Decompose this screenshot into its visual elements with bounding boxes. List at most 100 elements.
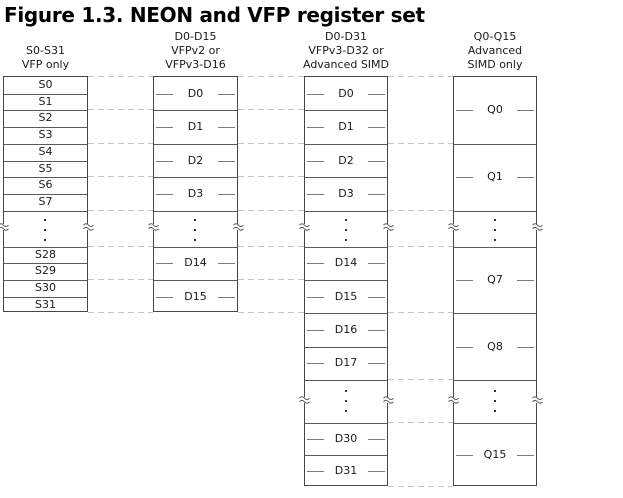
register-midline — [307, 439, 324, 440]
register-midline — [517, 455, 534, 456]
mapping-dashed-line — [388, 422, 453, 423]
column-header-d16: D0-D15 VFPv2 or VFPv3-D16 — [145, 30, 246, 72]
cell-divider — [305, 280, 387, 281]
register-label-q1: Q1 — [487, 170, 503, 183]
cell-divider — [154, 247, 237, 248]
register-midline — [218, 94, 235, 95]
cell-divider — [305, 144, 387, 145]
header-line: VFPv3-D16 — [165, 58, 226, 71]
d16-register-bank: D0 D1 D2 D3 D14 D15 — [153, 76, 238, 312]
cell-divider — [305, 313, 387, 314]
header-line: VFP only — [21, 58, 70, 71]
register-midline — [307, 161, 324, 162]
register-label-s28: S28 — [35, 248, 56, 261]
mapping-dashed-line — [88, 312, 153, 313]
register-label-s7: S7 — [38, 195, 53, 208]
register-midline — [307, 127, 324, 128]
mapping-dashed-line — [88, 143, 153, 144]
mapping-dashed-line — [388, 143, 453, 144]
register-midline — [368, 471, 385, 472]
break-squiggle-icon — [233, 223, 244, 231]
ellipsis-dots — [345, 400, 347, 402]
cell-divider — [4, 280, 87, 281]
ellipsis-dots — [494, 229, 496, 231]
cell-divider — [4, 263, 87, 264]
cell-divider — [454, 380, 536, 381]
register-label-s1: S1 — [38, 95, 53, 108]
register-midline — [368, 127, 385, 128]
mapping-dashed-line — [88, 246, 153, 247]
header-line: Advanced — [467, 44, 523, 57]
mapping-dashed-line — [388, 246, 453, 247]
register-midline — [156, 127, 173, 128]
cell-divider — [4, 194, 87, 195]
register-midline — [218, 194, 235, 195]
register-label-s0: S0 — [38, 78, 53, 91]
register-label-s30: S30 — [35, 281, 56, 294]
mapping-dashed-line — [88, 176, 153, 177]
register-midline — [307, 363, 324, 364]
break-squiggle-icon — [383, 396, 394, 404]
mapping-dashed-line — [88, 210, 153, 211]
register-midline — [218, 161, 235, 162]
register-label-d15: D15 — [334, 290, 358, 303]
register-midline — [456, 455, 473, 456]
register-midline — [368, 94, 385, 95]
register-midline — [156, 161, 173, 162]
register-midline — [517, 177, 534, 178]
cell-divider — [154, 280, 237, 281]
header-line: S0-S31 — [26, 44, 65, 57]
break-squiggle-icon — [148, 223, 159, 231]
cell-divider — [4, 177, 87, 178]
cell-divider — [454, 423, 536, 424]
mapping-dashed-line — [238, 210, 304, 211]
ellipsis-dots — [345, 390, 347, 392]
register-label-d15: D15 — [184, 290, 207, 303]
cell-divider — [305, 177, 387, 178]
register-label-q8: Q8 — [487, 340, 503, 353]
register-midline — [517, 280, 534, 281]
register-midline — [368, 297, 385, 298]
register-label-d17: D17 — [334, 356, 358, 369]
cell-divider — [154, 110, 237, 111]
cell-divider — [305, 110, 387, 111]
register-midline — [218, 263, 235, 264]
ellipsis-dots — [345, 239, 347, 241]
cell-divider — [454, 211, 536, 212]
register-label-d0: D0 — [187, 87, 204, 100]
mapping-dashed-line — [88, 76, 153, 77]
register-midline — [218, 127, 235, 128]
register-label-s31: S31 — [35, 298, 56, 311]
register-midline — [156, 297, 173, 298]
cell-divider — [305, 423, 387, 424]
register-midline — [218, 297, 235, 298]
break-squiggle-icon — [299, 223, 310, 231]
register-label-q0: Q0 — [487, 103, 503, 116]
register-label-s2: S2 — [38, 111, 53, 124]
break-squiggle-icon — [448, 223, 459, 231]
register-midline — [156, 194, 173, 195]
column-header-d32: D0-D31 VFPv3-D32 or Advanced SIMD — [286, 30, 406, 72]
mapping-dashed-line — [388, 312, 453, 313]
d32-register-bank: D0 D1 D2 D3 D14 D15 D16 D17 D30 D31 — [304, 76, 388, 486]
mapping-dashed-line — [238, 279, 304, 280]
break-squiggle-icon — [448, 396, 459, 404]
cell-divider — [154, 211, 237, 212]
register-midline — [368, 363, 385, 364]
ellipsis-dots — [44, 219, 46, 221]
register-midline — [456, 347, 473, 348]
register-label-d30: D30 — [334, 432, 358, 445]
ellipsis-dots — [194, 239, 196, 241]
register-label-d14: D14 — [334, 256, 358, 269]
register-label-d1: D1 — [338, 120, 354, 133]
header-line: D0-D15 — [174, 30, 217, 43]
register-midline — [307, 263, 324, 264]
register-label-d14: D14 — [184, 256, 207, 269]
mapping-dashed-line — [238, 109, 304, 110]
register-midline — [307, 94, 324, 95]
cell-divider — [305, 455, 387, 456]
register-midline — [307, 194, 324, 195]
cell-divider — [4, 297, 87, 298]
break-squiggle-icon — [83, 223, 94, 231]
